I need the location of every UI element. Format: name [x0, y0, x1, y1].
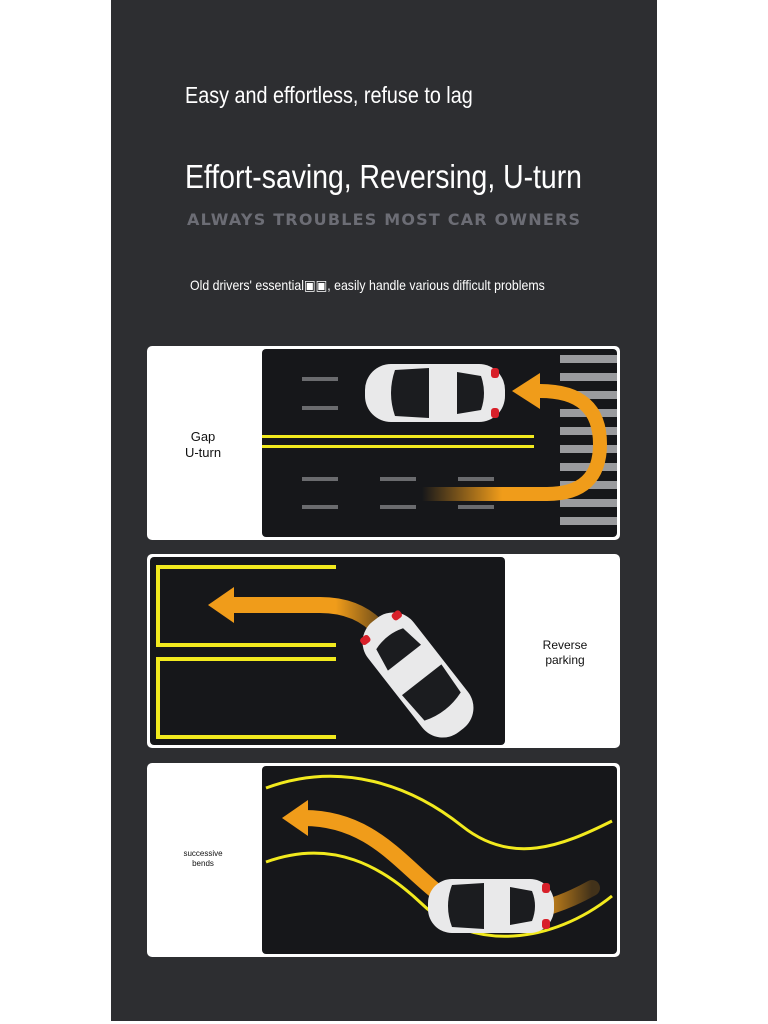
promo-panel: Easy and effortless, refuse to lag Effor…	[111, 0, 657, 1021]
scenario-label-u-turn: Gap U-turn	[184, 429, 222, 461]
scenario-label-successive-bends: successive bends	[183, 849, 223, 868]
subheadline: ALWAYS TROUBLES MOST CAR OWNERS	[187, 210, 582, 229]
headline: Effort-saving, Reversing, U-turn	[185, 158, 582, 195]
scenario-card-successive-bends: successive bends	[147, 763, 620, 957]
scenario-card-u-turn: Gap U-turn	[147, 346, 620, 540]
u-turn-illustration	[262, 349, 617, 537]
scenario-label-reverse-parking: Reverse parking	[542, 638, 588, 667]
scenario-card-reverse-parking: Reverse parking	[147, 554, 620, 748]
reverse-parking-illustration	[150, 557, 505, 745]
successive-bends-illustration	[262, 766, 617, 954]
tagline: Easy and effortless, refuse to lag	[185, 82, 473, 108]
description: Old drivers' essential▣▣, easily handle …	[190, 277, 545, 293]
